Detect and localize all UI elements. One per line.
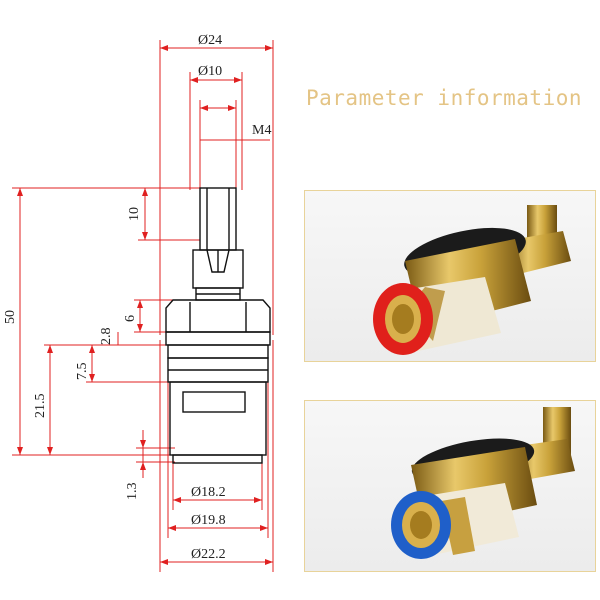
dim-thread-m4: M4 <box>252 123 271 138</box>
dim-height-6: 6 <box>123 315 138 322</box>
dimension-lines <box>12 40 274 572</box>
product-photo-red <box>304 190 596 362</box>
technical-drawing: Ø24 Ø10 M4 10 50 6 2.8 7.5 21.5 1.3 Ø18.… <box>3 33 274 572</box>
dim-height-7-5: 7.5 <box>75 363 90 381</box>
product-photo-blue <box>304 400 596 572</box>
dim-diameter-22-2: Ø22.2 <box>191 547 226 562</box>
dim-diameter-18-2: Ø18.2 <box>191 485 226 500</box>
dimension-labels: Ø24 Ø10 M4 10 50 6 2.8 7.5 21.5 1.3 Ø18.… <box>3 33 271 562</box>
dim-height-2-8: 2.8 <box>99 328 114 346</box>
dim-diameter-10: Ø10 <box>198 64 222 79</box>
parameter-heading: Parameter information <box>306 86 583 110</box>
dim-height-21-5: 21.5 <box>33 394 48 419</box>
blue-cartridge-image <box>391 407 575 559</box>
cartridge-outline <box>165 187 271 464</box>
dim-height-10: 10 <box>127 207 142 221</box>
dim-height-50: 50 <box>3 310 18 324</box>
dim-diameter-24: Ø24 <box>198 33 222 48</box>
dim-diameter-19-8: Ø19.8 <box>191 513 226 528</box>
dim-height-1-3: 1.3 <box>125 483 140 501</box>
arrowheads <box>17 45 273 565</box>
red-cartridge-image <box>373 205 571 355</box>
